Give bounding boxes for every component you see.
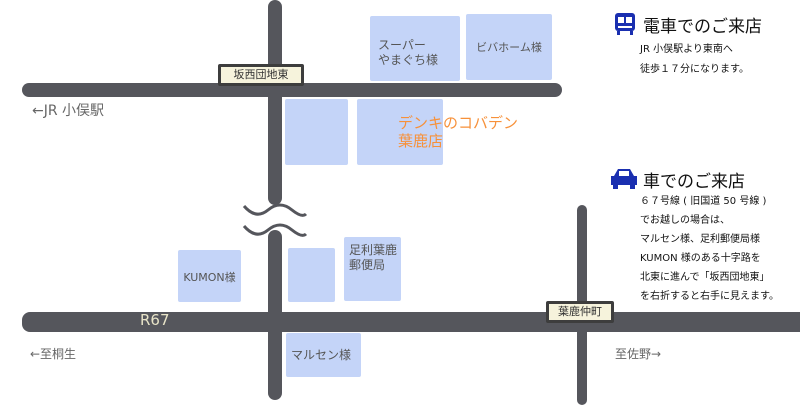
label: マルセン様 [291,348,352,362]
road-break-icon [242,203,308,237]
train-icon [615,13,635,35]
label: KUMON様 [183,271,236,284]
road-north [22,83,562,97]
label: 郵便局 [349,258,386,272]
block-shop [357,99,443,165]
train-title: 電車でのご来店 [643,17,762,37]
car-title: 車でのご来店 [643,172,745,192]
sign-hajika-nakamachi: 葉鹿仲町 [546,301,614,323]
car-line: KUMON 様のある十字路を [640,253,761,264]
direction-jr: ←JR 小俣駅 [32,103,105,119]
car-line: 北東に進んで「坂西団地東」 [640,272,770,283]
shop-branch: 葉鹿店 [398,132,444,150]
direction-sano: 至佐野→ [615,347,662,361]
label: やまぐち様 [378,53,439,67]
block-marusen: マルセン様 [286,333,361,377]
train-line: JR 小俣駅より東南へ [640,44,733,55]
label: 足利葉鹿 [349,243,398,257]
car-line: を右折すると右手に見えます。 [640,291,779,302]
block-empty [285,99,348,165]
train-line: 徒歩１７分になります。 [640,64,749,75]
label: ビバホーム様 [476,41,542,54]
shop-name: デンキのコバデン [398,114,519,132]
car-line: でお越しの場合は、 [640,215,730,226]
road-vertical-main-bottom [268,230,282,400]
car-icon [611,169,637,189]
direction-kiryu: ←至桐生 [30,347,77,361]
block-empty-2 [288,248,335,302]
label: スーパー [378,38,426,52]
block-post-office: 足利葉鹿郵便局 [344,237,401,301]
route-label: R67 [140,311,170,329]
block-super-yamaguchi: スーパーやまぐち様 [370,16,460,81]
block-kumon: KUMON様 [178,250,241,302]
car-line: マルセン様、足利郵便局様 [640,234,760,245]
car-line: ６７号線 ( 旧国道 50 号線 ) [640,196,767,207]
block-viva-home: ビバホーム様 [466,14,552,80]
road-r67 [22,312,800,332]
road-vertical-main-top [268,0,282,205]
sign-sakanishi-danchi-higashi: 坂西団地東 [218,64,304,86]
